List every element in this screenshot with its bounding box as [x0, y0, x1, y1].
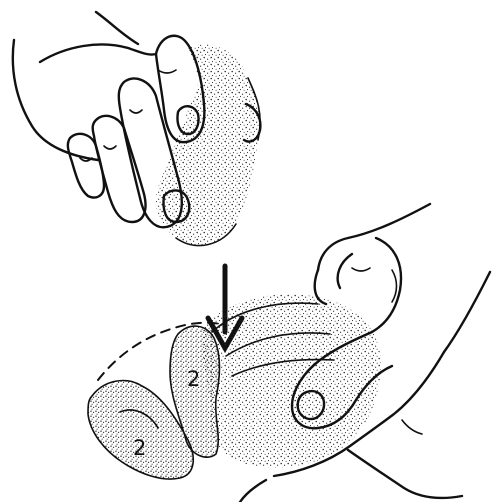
flake-number-label: 2	[133, 436, 146, 460]
core-stone	[203, 294, 381, 467]
flake-number-label: 2	[187, 367, 200, 391]
hammerstone-upper	[156, 45, 260, 246]
